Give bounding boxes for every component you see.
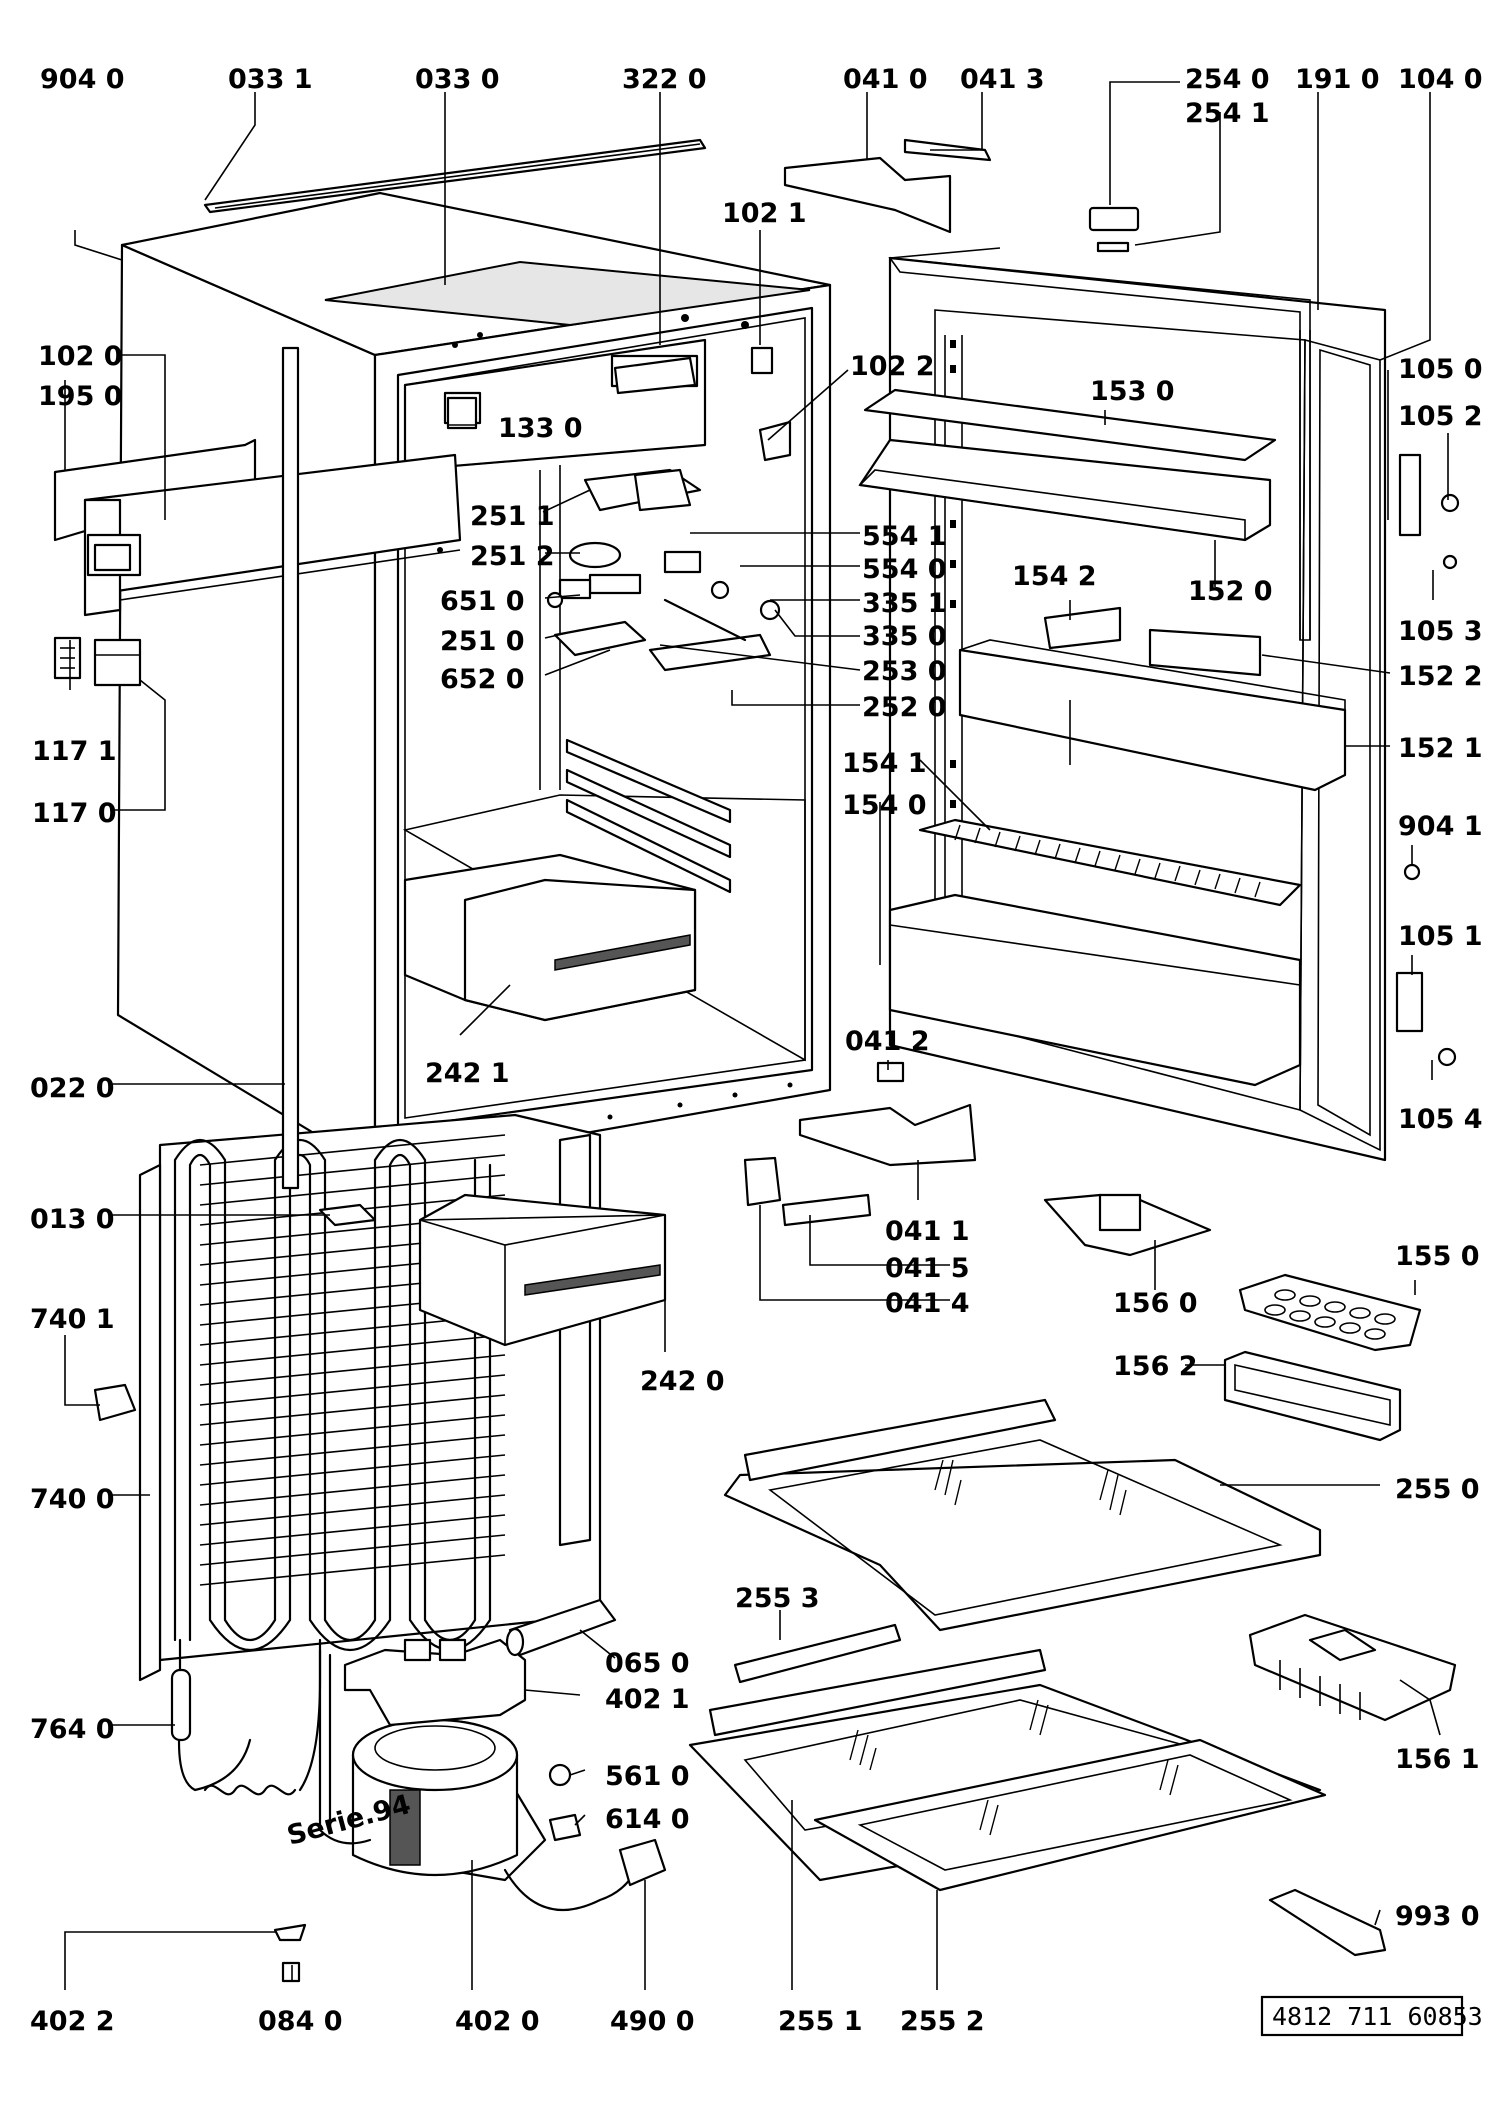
label-156-1: 156 1 — [1395, 1744, 1480, 1775]
label-561-0: 561 0 — [605, 1761, 690, 1792]
label-764-0: 764 0 — [30, 1714, 115, 1745]
label-554-1: 554 1 — [862, 521, 947, 552]
shelf-strip-255-3 — [733, 1623, 902, 1684]
tray-156-2 — [1223, 1350, 1402, 1442]
label-154-1: 154 1 — [842, 748, 927, 779]
glass-shelf-255-0 — [723, 1398, 1322, 1632]
label-904-0: 904 0 — [40, 64, 125, 95]
crisper-drawer-242-0 — [418, 1193, 667, 1347]
label-105-3: 105 3 — [1398, 616, 1483, 647]
label-022-0: 022 0 — [30, 1073, 115, 1104]
label-154-0: 154 0 — [842, 790, 927, 821]
label-652-0: 652 0 — [440, 664, 525, 695]
label-105-2: 105 2 — [1398, 401, 1483, 432]
handle-parts-105 — [1395, 453, 1460, 1067]
label-195-0: 195 0 — [38, 381, 123, 412]
label-335-0: 335 0 — [862, 621, 947, 652]
label-253-0: 253 0 — [862, 656, 947, 687]
lamp-cover-254 — [1088, 206, 1140, 232]
label-554-0: 554 0 — [862, 554, 947, 585]
label-251-0: 251 0 — [440, 626, 525, 657]
label-041-1: 041 1 — [885, 1216, 970, 1247]
label-252-0: 252 0 — [862, 692, 947, 723]
part-labels: 904 0 033 1 033 0 322 0 041 0 041 3 254 … — [30, 64, 1483, 2037]
label-154-2: 154 2 — [1012, 561, 1097, 592]
label-402-0: 402 0 — [455, 2006, 540, 2037]
label-254-1: 254 1 — [1185, 98, 1270, 129]
label-153-0: 153 0 — [1090, 376, 1175, 407]
label-117-0: 117 0 — [32, 798, 117, 829]
label-041-3: 041 3 — [960, 64, 1045, 95]
label-254-0: 254 0 — [1185, 64, 1270, 95]
label-041-2: 041 2 — [845, 1026, 930, 1057]
label-402-2: 402 2 — [30, 2006, 115, 2037]
shelf-rails — [539, 465, 732, 894]
bottle-clip-154-2 — [1043, 606, 1122, 650]
label-322-0: 322 0 — [622, 64, 707, 95]
label-105-1: 105 1 — [1398, 921, 1483, 952]
label-255-0: 255 0 — [1395, 1474, 1480, 1505]
label-155-0: 155 0 — [1395, 1241, 1480, 1272]
glass-shelf-255-2 — [813, 1738, 1327, 1892]
label-033-0: 033 0 — [415, 64, 500, 95]
leader-lines — [64, 81, 1449, 1990]
label-117-1: 117 1 — [32, 736, 117, 767]
label-255-2: 255 2 — [900, 2006, 985, 2037]
hinge-parts-041 — [743, 138, 992, 1227]
bottle-shelf-154-0 — [888, 893, 1302, 1087]
ice-cube-tray-156-1 — [1248, 1613, 1457, 1722]
label-105-4: 105 4 — [1398, 1104, 1483, 1135]
label-152-1: 152 1 — [1398, 733, 1483, 764]
door-shelf-152-1 — [958, 639, 1347, 792]
label-084-0: 084 0 — [258, 2006, 343, 2037]
top-trim-strips — [203, 138, 707, 214]
label-251-2: 251 2 — [470, 541, 555, 572]
label-041-5: 041 5 — [885, 1253, 970, 1284]
label-156-0: 156 0 — [1113, 1288, 1198, 1319]
hinge-parts-117 — [53, 636, 142, 687]
label-255-3: 255 3 — [735, 1583, 820, 1614]
reference-number: 4812 711 60853 — [1272, 2002, 1483, 2031]
label-191-0: 191 0 — [1295, 64, 1380, 95]
label-105-0: 105 0 — [1398, 354, 1483, 385]
egg-tray-156-0 — [1043, 1193, 1212, 1257]
label-065-0: 065 0 — [605, 1648, 690, 1679]
front-control-panel — [53, 438, 462, 617]
label-152-2: 152 2 — [1398, 661, 1483, 692]
label-033-1: 033 1 — [228, 64, 313, 95]
label-740-1: 740 1 — [30, 1304, 115, 1335]
ice-scraper-993-0 — [1268, 1888, 1387, 1957]
label-993-0: 993 0 — [1395, 1901, 1480, 1932]
door-gasket — [888, 257, 1311, 641]
label-251-1: 251 1 — [470, 501, 555, 532]
label-102-0: 102 0 — [38, 341, 123, 372]
label-102-1: 102 1 — [722, 198, 807, 229]
label-740-0: 740 0 — [30, 1484, 115, 1515]
label-041-0: 041 0 — [843, 64, 928, 95]
dairy-flap — [858, 388, 1277, 542]
label-651-0: 651 0 — [440, 586, 525, 617]
label-041-4: 041 4 — [885, 1288, 970, 1319]
crisper-drawer-242-1 — [403, 853, 697, 1022]
bottle-guard-154-1 — [918, 818, 1302, 907]
label-335-1: 335 1 — [862, 588, 947, 619]
label-104-0: 104 0 — [1398, 64, 1483, 95]
label-614-0: 614 0 — [605, 1804, 690, 1835]
label-490-0: 490 0 — [610, 2006, 695, 2037]
label-255-1: 255 1 — [778, 2006, 863, 2037]
ice-tray-155-0 — [1238, 1273, 1422, 1352]
label-904-1: 904 1 — [1398, 811, 1483, 842]
reference-number-box: 4812 711 60853 — [1260, 1995, 1483, 2037]
label-402-1: 402 1 — [605, 1684, 690, 1715]
label-102-2: 102 2 — [850, 351, 935, 382]
label-242-1: 242 1 — [425, 1058, 510, 1089]
label-152-0: 152 0 — [1188, 576, 1273, 607]
label-156-2: 156 2 — [1113, 1351, 1198, 1382]
small-shelf-152-2 — [1148, 628, 1262, 677]
label-013-0: 013 0 — [30, 1204, 115, 1235]
label-133-0: 133 0 — [498, 413, 583, 444]
label-242-0: 242 0 — [640, 1366, 725, 1397]
